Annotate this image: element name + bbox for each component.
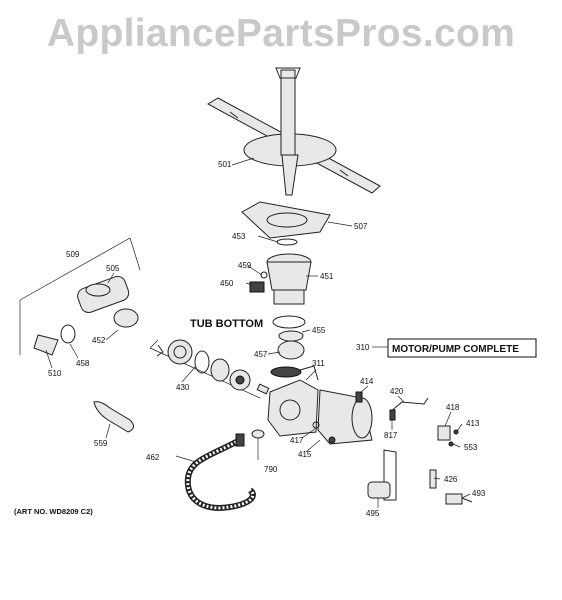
drain-assembly: [19, 237, 141, 356]
callout-462: 462: [146, 453, 160, 462]
pump-housing-cup: [266, 253, 312, 305]
tub-bottom-ring: [272, 315, 306, 329]
screw: [260, 271, 268, 279]
callout-790: 790: [264, 465, 278, 474]
art-number: (ART NO. WD8209 C2): [14, 507, 93, 516]
callout-417: 417: [290, 436, 304, 445]
callout-553: 553: [464, 443, 478, 452]
callout-415: 415: [298, 450, 312, 459]
callout-426: 426: [444, 475, 458, 484]
motor-pump-box: [387, 338, 537, 358]
callout-501: 501: [218, 160, 232, 169]
callout-450: 450: [220, 279, 234, 288]
callout-505: 505: [106, 264, 120, 273]
callout-493: 495: [366, 509, 380, 518]
switch-418: [437, 425, 451, 441]
callout-430: 430: [176, 383, 190, 392]
pump-components: [149, 339, 270, 399]
part-495: [445, 493, 473, 505]
drain-hose: [184, 433, 256, 512]
lever-420: [389, 397, 429, 413]
watermark: AppliancePartsPros.com: [46, 12, 516, 55]
small-fitting: [249, 281, 265, 293]
clamp: [251, 429, 265, 439]
part-426: [429, 469, 437, 489]
screw-414: [355, 391, 363, 403]
seal: [278, 330, 304, 342]
hose-elbow: [93, 401, 134, 433]
screw-553: [448, 441, 454, 447]
callout-418: 418: [446, 403, 460, 412]
leader-lines: [45, 157, 471, 508]
callout-420: 420: [390, 387, 404, 396]
callouts: 501 507 453 459 451 450 455 457 311 509 …: [48, 160, 486, 518]
callout-455: 455: [312, 326, 326, 335]
tub-bottom-label: TUB BOTTOM: [190, 318, 263, 330]
callout-817: 817: [384, 431, 398, 440]
callout-559: 559: [94, 439, 108, 448]
callout-495: 493: [472, 489, 486, 498]
callout-457: 457: [254, 350, 268, 359]
callout-310: 310: [356, 343, 370, 352]
callout-458: 458: [76, 359, 90, 368]
callout-311: 311: [312, 359, 325, 368]
callout-414: 414: [360, 377, 374, 386]
filter-plate: [241, 201, 331, 239]
callout-451: 451: [320, 272, 334, 281]
callout-509: 509: [66, 250, 80, 259]
pump-body: [267, 365, 319, 437]
callout-413: 413: [466, 419, 480, 428]
impeller: [277, 340, 305, 360]
motor-pump-label: MOTOR/PUMP COMPLETE: [392, 344, 519, 355]
callout-453: 453: [232, 232, 246, 241]
callout-452: 452: [92, 336, 106, 345]
part-817: [389, 409, 396, 421]
lower-spray-arm: [206, 67, 381, 196]
solenoid-bracket: [367, 449, 397, 501]
o-ring: [276, 238, 298, 246]
callout-510: 510: [48, 369, 62, 378]
callout-459: 459: [238, 261, 252, 270]
callout-507: 507: [354, 222, 368, 231]
impeller-base: [270, 366, 302, 378]
motor: [312, 389, 373, 445]
